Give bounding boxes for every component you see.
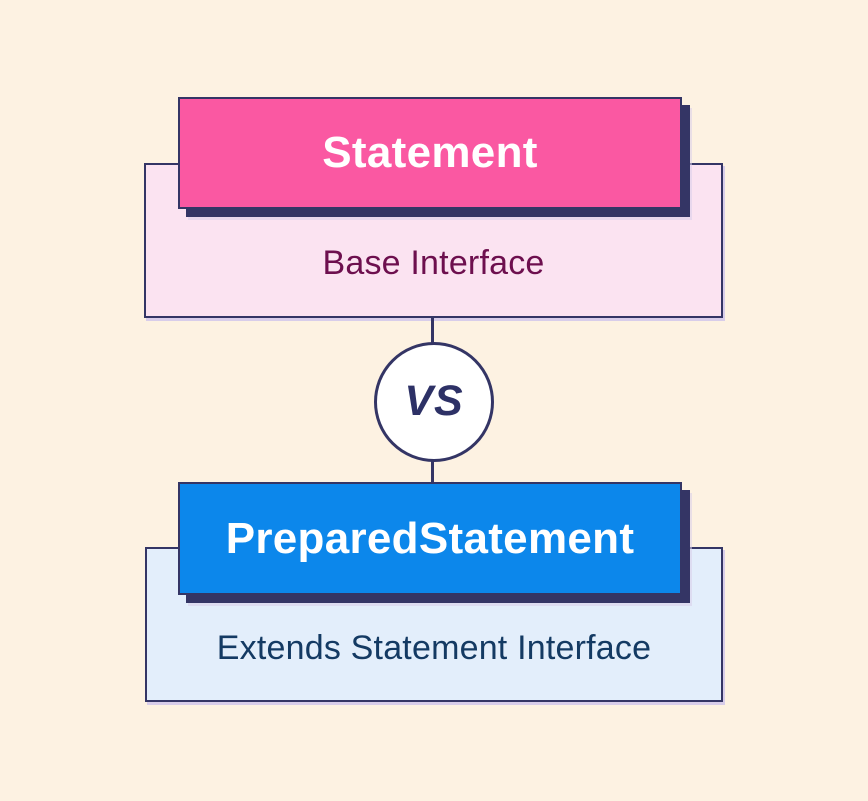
- statement-title: Statement: [322, 128, 538, 177]
- prepared-statement-subtitle: Extends Statement Interface: [216, 629, 652, 667]
- vs-label: VS: [404, 376, 464, 425]
- statement-subtitle: Base Interface: [322, 244, 545, 282]
- prepared-statement-header: PreparedStatement: [178, 482, 682, 595]
- prepared-statement-title: PreparedStatement: [225, 513, 635, 563]
- statement-header: Statement: [178, 97, 682, 209]
- vs-badge: VS: [374, 342, 494, 462]
